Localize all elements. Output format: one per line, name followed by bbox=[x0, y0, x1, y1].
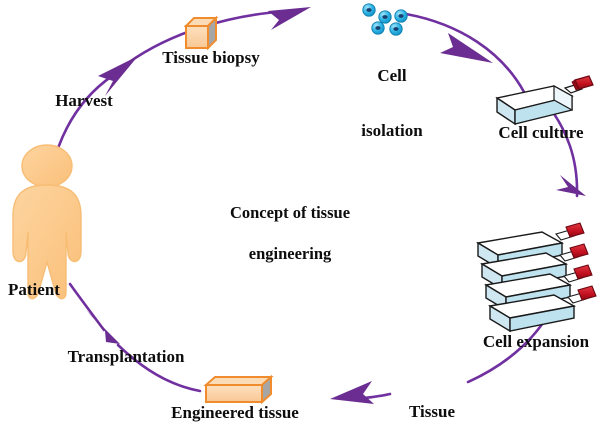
arrowhead-to-formation bbox=[330, 381, 374, 404]
arrowhead-harvest bbox=[98, 56, 138, 96]
page-title: Concept of tissue engineering bbox=[180, 183, 400, 285]
culture-flask-icon bbox=[495, 75, 594, 126]
arrowhead-isolation bbox=[268, 7, 311, 30]
arrow-path-isolation-to-culture bbox=[404, 12, 526, 94]
arrowhead-to-culture bbox=[440, 33, 493, 63]
cycle-arrowheads bbox=[86, 7, 586, 404]
engineered-tissue-icon bbox=[203, 374, 274, 405]
flask-stack-item bbox=[488, 285, 597, 333]
arrowhead-to-expansion bbox=[556, 175, 586, 196]
tissue-cube-icon bbox=[183, 15, 219, 51]
page-title-line2: engineering bbox=[248, 244, 332, 264]
arrow-path-engineered-to-transplant bbox=[116, 343, 202, 393]
page-title-line1: Concept of tissue bbox=[229, 203, 351, 223]
arrowhead-to-transplant bbox=[86, 310, 120, 344]
patient-figure-icon bbox=[12, 144, 82, 300]
flask-stack-icon bbox=[476, 222, 597, 333]
cell-cluster-icon bbox=[362, 3, 408, 36]
